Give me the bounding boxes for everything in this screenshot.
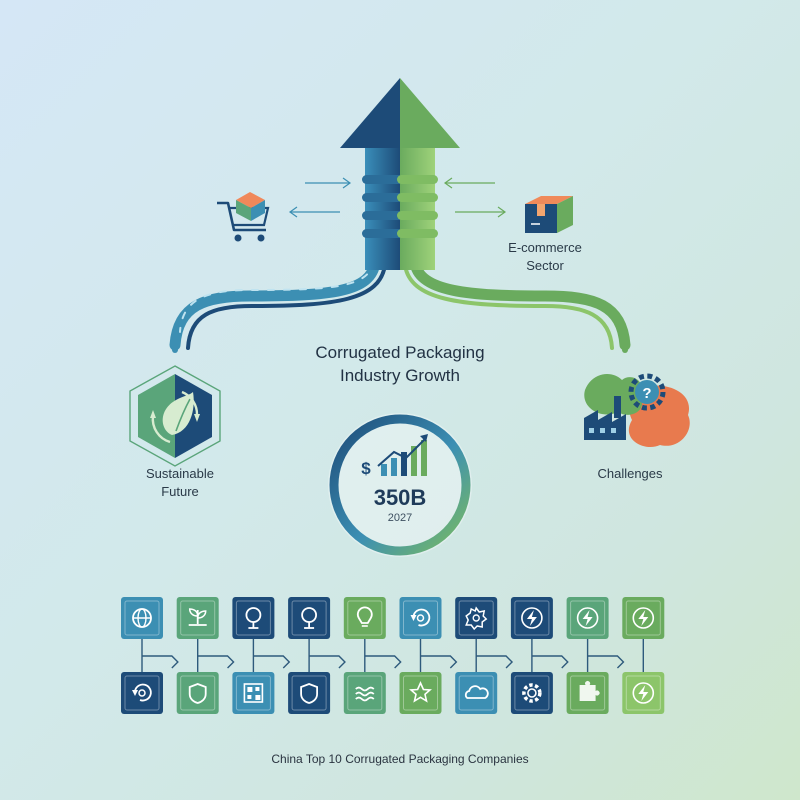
tile-connector-chevron: [309, 655, 346, 669]
growth-metric-gauge: $: [328, 413, 472, 557]
package-box-icon: [525, 196, 573, 233]
recycle-icon: [132, 683, 152, 702]
globe-icon: [132, 608, 152, 628]
tile-row-top: [121, 597, 665, 639]
puzzle-icon: [579, 681, 600, 701]
sustainable-label-line-1: Sustainable: [146, 466, 214, 481]
shield-icon: [300, 683, 319, 704]
diagram-title-line-2: Industry Growth: [340, 366, 460, 385]
flow-ribbon-right: [172, 256, 631, 353]
diagram-caption: China Top 10 Corrugated Packaging Compan…: [271, 752, 529, 766]
icon-tile: [121, 672, 163, 714]
lightning-icon: [632, 682, 655, 704]
metric-value: 350B: [373, 485, 427, 510]
icon-tile: [566, 672, 609, 714]
bar-chart-icon: [377, 434, 428, 476]
connector-arrows: [288, 177, 507, 218]
icon-tile: [399, 672, 442, 714]
currency-symbol: $: [361, 459, 371, 478]
tile-connector-chevron: [253, 655, 291, 669]
tile-connector-chevron: [531, 655, 569, 669]
recycle-icon: [410, 608, 431, 627]
cloud-icon: [464, 685, 489, 699]
icon-tile: [288, 672, 331, 714]
icon-tile: [343, 597, 386, 639]
sustainable-hexagon: [129, 365, 221, 467]
icon-tile: [343, 672, 386, 714]
challenges-icon: ?: [584, 373, 690, 448]
growth-arrow: [340, 78, 460, 270]
icon-tile: [622, 672, 665, 714]
shopping-cart-icon: [217, 192, 270, 242]
lightning-icon: [521, 607, 543, 629]
tile-connectors: [141, 639, 644, 672]
corrugation-ridges: [362, 175, 438, 238]
icon-tile: [622, 597, 665, 639]
star-icon: [409, 681, 432, 703]
plant-icon: [188, 608, 207, 626]
tree-icon: [301, 607, 318, 629]
icon-tile: [566, 597, 609, 639]
badge-icon: [465, 606, 488, 631]
icon-tile: [232, 597, 275, 639]
sustainable-label-line-2: Future: [161, 484, 199, 499]
icon-tile: [176, 597, 219, 639]
tile-connector-chevron: [197, 655, 235, 669]
icon-tile: [121, 597, 163, 639]
tree-icon: [245, 607, 262, 629]
ecommerce-label-line-1: E-commerce: [508, 240, 582, 255]
waves-icon: [355, 686, 375, 702]
icon-tile: [455, 597, 498, 639]
flow-ribbon-left: [169, 256, 387, 351]
icon-tile: [510, 672, 553, 714]
icon-tile: [399, 597, 442, 639]
tile-connector-chevron: [587, 655, 625, 669]
gear-icon: [522, 683, 542, 703]
ecommerce-label-line-2: Sector: [526, 258, 564, 273]
lightning-icon: [576, 607, 599, 629]
tile-row-bottom: [121, 672, 665, 714]
tile-connector-chevron: [476, 655, 514, 669]
metric-year: 2027: [387, 512, 413, 524]
challenges-label: Challenges: [597, 466, 663, 481]
icon-tile: [176, 672, 219, 714]
icon-tile: [455, 672, 498, 714]
recycle-leaf-icon: [150, 390, 200, 444]
factory-icon: [584, 396, 626, 440]
lightbulb-icon: [356, 606, 373, 627]
tile-connector-chevron: [142, 655, 179, 669]
qr-code-icon: [243, 683, 264, 703]
lightning-icon: [632, 607, 655, 629]
tile-connector-chevron: [364, 655, 402, 669]
icon-tile: [232, 672, 275, 714]
svg-text:?: ?: [642, 385, 651, 402]
diagram-title-line-1: Corrugated Packaging: [315, 343, 485, 362]
icon-tile: [288, 597, 331, 639]
shield-icon: [188, 683, 207, 704]
icon-tile: [510, 597, 553, 639]
gear-question-icon: ?: [628, 373, 666, 411]
tile-connector-chevron: [420, 655, 458, 669]
